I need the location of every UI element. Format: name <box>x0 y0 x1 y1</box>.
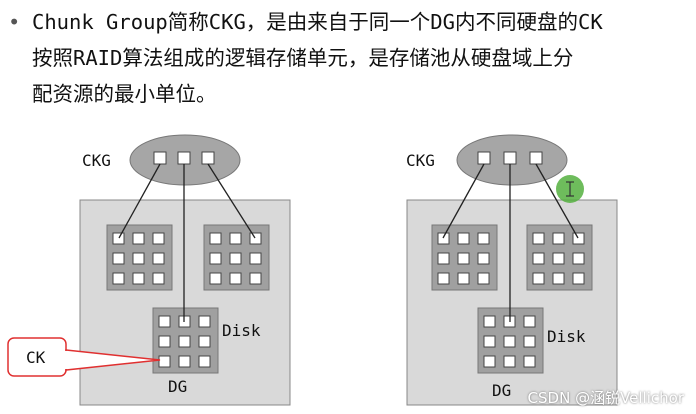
left-diagram: CKG Disk DG CK <box>7 134 291 406</box>
right-disk-label: Disk <box>547 327 586 346</box>
right-ckg-ck <box>529 151 543 165</box>
right-ckg-ck <box>503 151 517 165</box>
right-ckg-label: CKG <box>406 151 435 170</box>
left-ckg-ck <box>153 151 167 165</box>
left-ckg-ck <box>177 151 191 165</box>
left-disk-1-cks <box>112 232 165 285</box>
intro-line-1: • Chunk Group简称CKG，是由来自于同一个DG内不同硬盘的CK <box>8 4 696 40</box>
intro-line-2: 按照RAID算法组成的逻辑存储单元，是存储池从硬盘域上分 <box>32 46 574 70</box>
bullet-icon: • <box>8 10 21 34</box>
left-ckg-links <box>118 163 256 322</box>
right-diagram: CKG Disk DG <box>406 134 618 406</box>
right-dg-label: DG <box>492 381 511 400</box>
right-ckg-links <box>442 163 579 322</box>
left-dg-label: DG <box>168 377 187 396</box>
left-ckg-ck <box>201 151 215 165</box>
intro-text: • Chunk Group简称CKG，是由来自于同一个DG内不同硬盘的CK 按照R… <box>8 4 696 112</box>
right-ckg-ck <box>477 151 491 165</box>
left-disk-label: Disk <box>222 321 261 340</box>
left-disk-2-cks <box>209 232 262 285</box>
left-ckg-label: CKG <box>82 151 111 170</box>
intro-line-1-text: Chunk Group简称CKG，是由来自于同一个DG内不同硬盘的CK <box>32 10 603 34</box>
right-disk-3-cks <box>483 315 536 368</box>
ck-callout-joint <box>64 351 68 369</box>
right-disk-2-cks <box>532 232 585 285</box>
watermark: CSDN @涵锐Vellichor <box>527 389 684 407</box>
left-disk-3-cks <box>158 315 211 368</box>
ck-callout-label: CK <box>26 348 46 367</box>
intro-line-3: 配资源的最小单位。 <box>32 82 217 106</box>
text-cursor-icon <box>566 181 574 197</box>
right-disk-1-cks <box>437 232 490 285</box>
